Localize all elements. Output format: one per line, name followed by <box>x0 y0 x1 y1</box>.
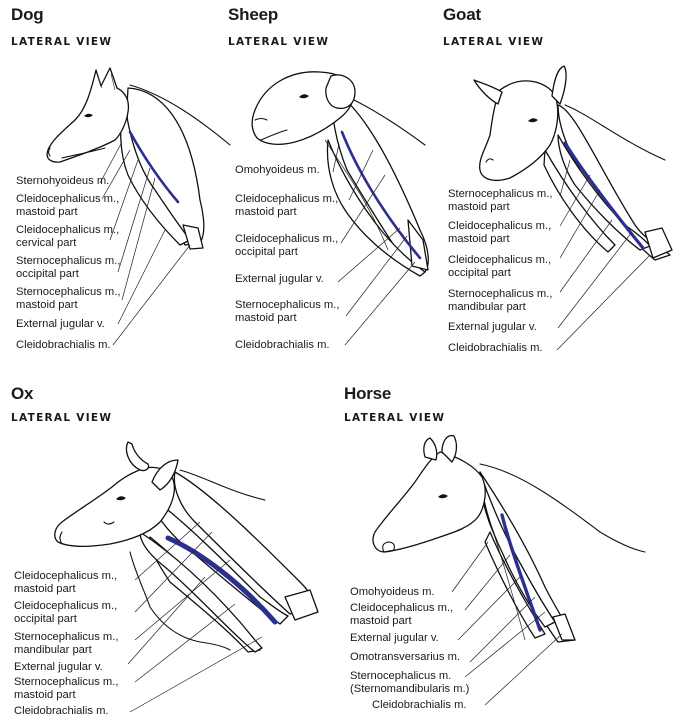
ox-grey-band <box>284 589 319 621</box>
label-omohyoideus: Omohyoideus m. <box>235 164 320 176</box>
horse-grey-band <box>552 613 576 641</box>
label-cleidocephalicus-mastoid: Cleidocephalicus m.,mastoid part <box>350 602 454 627</box>
sheep-nape-line <box>349 97 426 146</box>
dog-jugular-vein <box>128 130 180 204</box>
dog-grey-band <box>182 224 204 250</box>
horse-eye-icon <box>438 494 448 499</box>
sheep-jugular-vein <box>340 130 422 260</box>
horse-nostril <box>382 541 395 553</box>
sheep-leader-lines <box>324 139 416 346</box>
label-sternocephalicus-mandibular: Sternocephalicus m.,mandibular part <box>14 631 119 656</box>
dog-stippled-band <box>120 104 191 246</box>
goat-leader-lines <box>556 159 651 351</box>
ox-dewlap <box>129 551 231 651</box>
goat-grey-band <box>644 227 673 259</box>
sheep-mouth <box>254 117 288 141</box>
horse-leader-lines <box>451 521 563 706</box>
label-sternocephalicus-mastoid: Sternocephalicus m.,mastoid part <box>16 286 121 311</box>
label-cleidocephalicus-mastoid: Cleidocephalicus m.,mastoid part <box>14 570 118 595</box>
panel-horse: Horse LATERAL VIEW Omohyoideus m. Cleido… <box>330 372 674 720</box>
label-external-jugular: External jugular v. <box>14 661 103 673</box>
panel-goat: Goat LATERAL VIEW Sternocephalicus m.,ma… <box>440 0 674 360</box>
panel-title: Dog <box>11 5 44 24</box>
dog-eye-icon <box>84 113 93 118</box>
ox-stippled-band <box>139 531 263 653</box>
label-cleidobrachialis: Cleidobrachialis m. <box>16 339 111 351</box>
label-cleidocephalicus-mastoid: Cleidocephalicus m.,mastoid part <box>448 220 552 245</box>
goat-illustration <box>473 65 673 351</box>
panel-title: Sheep <box>228 5 279 24</box>
ox-eye-icon <box>116 496 126 501</box>
label-cleidobrachialis: Cleidobrachialis m. <box>372 699 467 711</box>
panel-sheep: Sheep LATERAL VIEW Omohyoideus m. Cleido… <box>225 0 440 360</box>
label-cleidobrachialis: Cleidobrachialis m. <box>448 342 543 354</box>
label-cleidocephalicus-cervical: Cleidocephalicus m.,cervical part <box>16 224 120 249</box>
panel-title: Horse <box>344 384 392 403</box>
ox-leader-lines <box>127 521 263 713</box>
label-cleidocephalicus-occipital: Cleidocephalicus m.,occipital part <box>14 600 118 625</box>
label-external-jugular: External jugular v. <box>16 318 105 330</box>
panel-subtitle: LATERAL VIEW <box>344 412 446 424</box>
goat-nape-line <box>564 104 666 161</box>
dog-nape-line <box>129 84 231 146</box>
label-sternocephalicus-mandibular: Sternocephalicus m.,mandibular part <box>448 288 553 313</box>
ox-head <box>54 466 175 548</box>
label-external-jugular: External jugular v. <box>350 632 439 644</box>
panel-subtitle: LATERAL VIEW <box>11 36 113 48</box>
panel-ox: Ox LATERAL VIEW Cleidocephalicus m.,mast… <box>0 372 330 720</box>
label-external-jugular: External jugular v. <box>448 321 537 333</box>
label-omohyoideus: Omohyoideus m. <box>350 586 435 598</box>
ox-muzzle <box>59 521 115 545</box>
panel-subtitle: LATERAL VIEW <box>443 36 545 48</box>
goat-jugular-vein <box>563 141 645 250</box>
horse-mane-line <box>479 463 646 553</box>
dog-mouth <box>61 147 106 159</box>
label-sternocephalicus-mastoid: Sternocephalicus m.,mastoid part <box>14 676 119 701</box>
label-cleidocephalicus-occipital: Cleidocephalicus m.,occipital part <box>448 254 552 279</box>
label-cleidobrachialis: Cleidobrachialis m. <box>235 339 330 351</box>
panel-dog: Dog LATERAL VIEW Sternohyoideus m. Cleid… <box>0 0 231 360</box>
panel-title: Goat <box>443 5 481 24</box>
horse-illustration <box>372 434 646 706</box>
ox-nape-line <box>179 469 266 501</box>
panel-title: Ox <box>11 384 34 403</box>
dog-ear-inner <box>97 73 116 91</box>
sheep-illustration <box>251 71 429 346</box>
ox-ear <box>151 459 179 491</box>
goat-ear-right <box>551 65 567 105</box>
horse-inner-stip <box>484 531 546 639</box>
sheep-hatched-band <box>326 139 426 277</box>
ox-illustration <box>54 441 319 713</box>
goat-stippled-band <box>543 149 616 253</box>
goat-nostril <box>485 158 494 163</box>
label-cleidocephalicus-occipital: Cleidocephalicus m.,occipital part <box>235 233 339 258</box>
ox-jugular-vein <box>165 535 278 625</box>
ox-horn <box>125 441 150 472</box>
dog-leader-lines <box>99 141 191 346</box>
label-cleidocephalicus-mastoid: Cleidocephalicus m.,mastoid part <box>16 193 120 218</box>
label-cleidocephalicus-mastoid: Cleidocephalicus m.,mastoid part <box>235 193 339 218</box>
goat-ear-left <box>473 79 503 105</box>
dog-nose <box>47 147 51 157</box>
sheep-ear <box>325 74 356 110</box>
label-sternocephalicus-mastoid: Sternocephalicus m.,mastoid part <box>235 299 340 324</box>
horse-ear-left <box>423 437 438 461</box>
label-cleidobrachialis: Cleidobrachialis m. <box>14 705 109 717</box>
sheep-eye-icon <box>299 94 309 99</box>
label-sternocephalicus-mastoid: Sternocephalicus m.,mastoid part <box>448 188 553 213</box>
dog-illustration <box>46 67 231 346</box>
label-sternocephalicus-occipital: Sternocephalicus m.,occipital part <box>16 255 121 280</box>
label-omotransversarius: Omotransversarius m. <box>350 651 461 663</box>
horse-ear-right <box>441 434 458 463</box>
label-sternohyoideus: Sternohyoideus m. <box>16 175 110 187</box>
label-external-jugular: External jugular v. <box>235 273 324 285</box>
panel-subtitle: LATERAL VIEW <box>11 412 113 424</box>
ox-hatched-band <box>153 499 289 625</box>
goat-eye-icon <box>528 118 538 123</box>
horse-head <box>372 451 486 553</box>
sheep-grey-band <box>407 219 429 271</box>
panel-subtitle: LATERAL VIEW <box>228 36 330 48</box>
label-sternocephalicus: Sternocephalicus m.(Sternomandibularis m… <box>350 670 470 695</box>
horse-jugular-vein <box>500 513 542 632</box>
